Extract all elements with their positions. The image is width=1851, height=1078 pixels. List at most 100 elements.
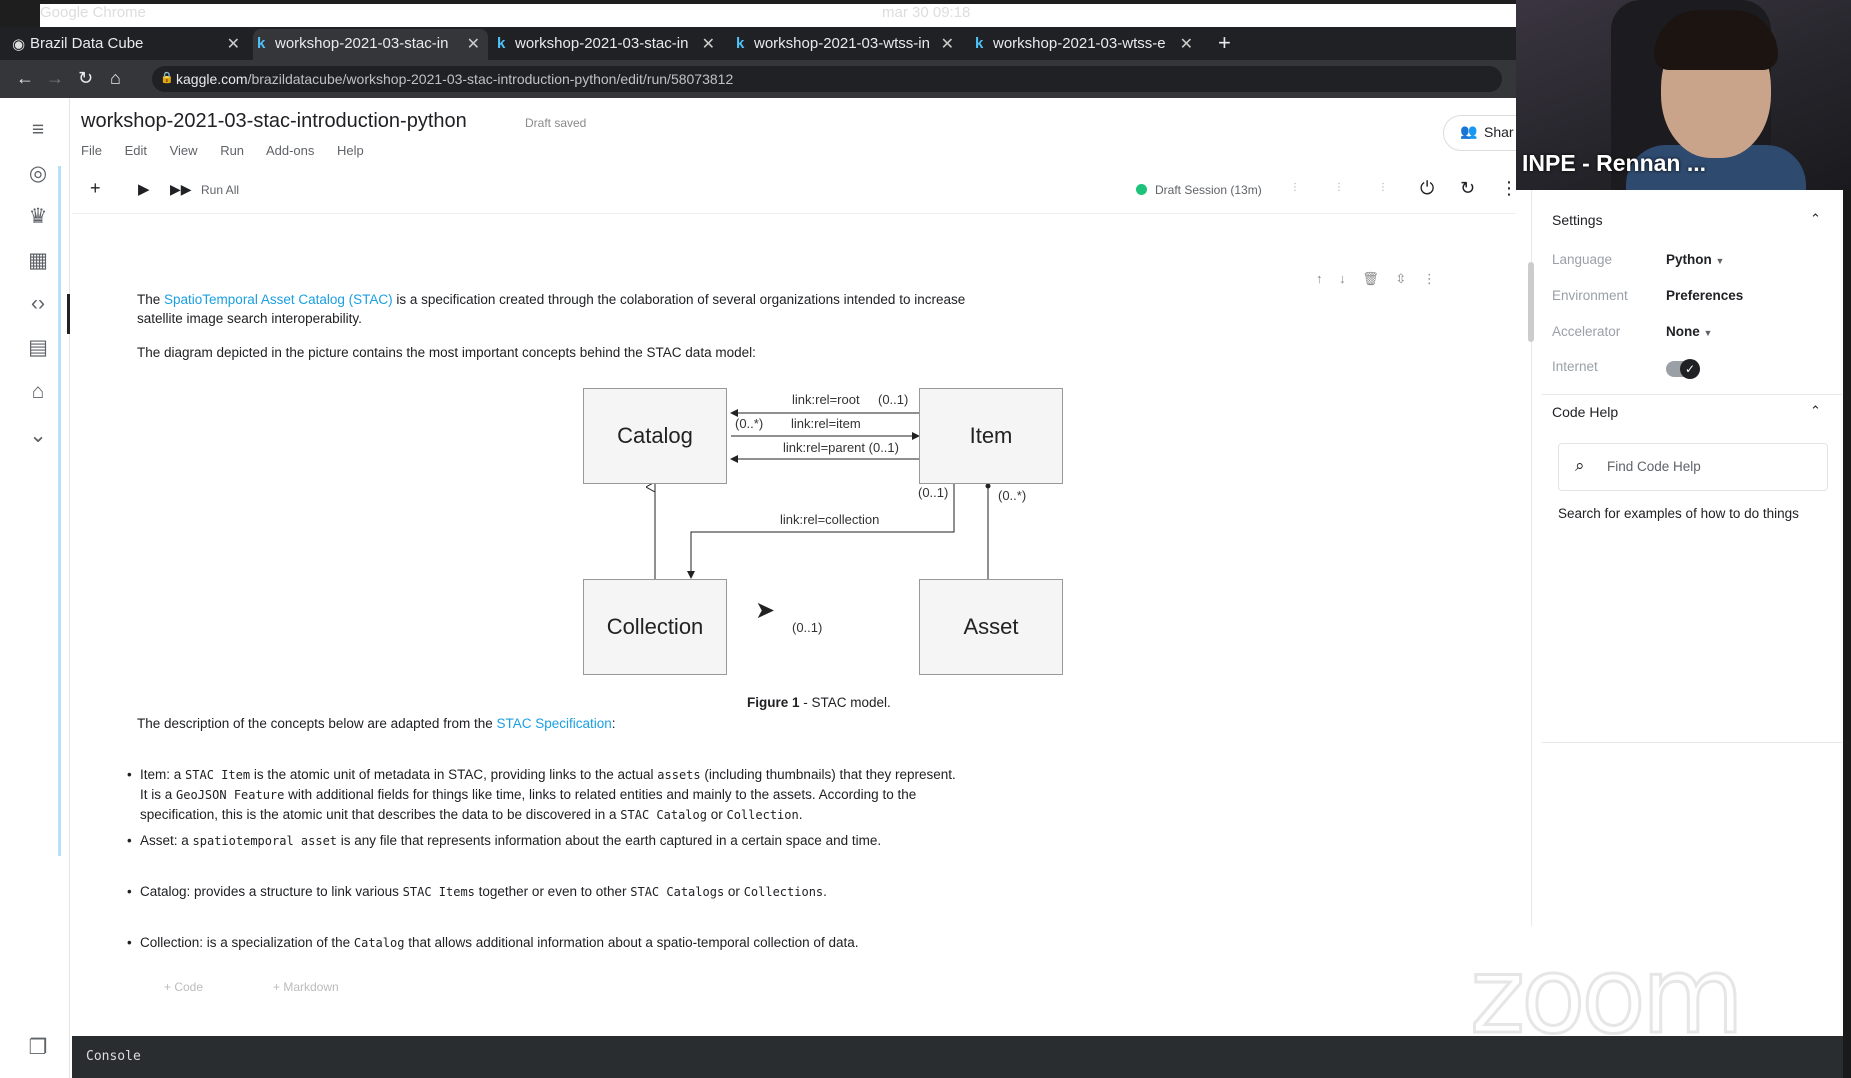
lock-icon: 🔒 [160, 72, 174, 84]
discussion-icon[interactable]: ▤ [28, 336, 48, 359]
stac-diagram-lines [580, 409, 991, 580]
code-help-section-title[interactable]: Code Help [1552, 404, 1619, 420]
menu-help[interactable]: Help [337, 143, 364, 158]
run-all-button[interactable]: Run All [201, 183, 240, 197]
run-cell-icon[interactable]: ▶ [138, 181, 150, 198]
browser-address-bar: ← → ↻ ⌂ 🔒 kaggle.com/brazildatacube/work… [0, 60, 1516, 98]
cell-more-icon[interactable]: ⋮ [1422, 271, 1436, 286]
add-markdown-cell-button[interactable]: + Markdown [273, 980, 339, 994]
stac-spec-link[interactable]: STAC Specification [496, 716, 612, 731]
cell-tools: ↑ ↓ 🗑 ⇳ ⋮ [1316, 271, 1449, 287]
kaggle-icon: k [975, 35, 984, 52]
panel-divider [1542, 742, 1842, 743]
hamburger-menu-icon[interactable]: ≡ [31, 118, 45, 141]
checkmark-icon: ✓ [1680, 359, 1700, 379]
tab-wtss-e[interactable]: k workshop-2021-03-wtss-e ✕ [971, 29, 1201, 60]
kaggle-icon: k [257, 35, 266, 52]
internet-toggle[interactable]: ✓ [1666, 359, 1700, 379]
trophy-icon[interactable]: ♛ [28, 205, 48, 228]
settings-section-title[interactable]: Settings [1552, 212, 1603, 228]
chevron-down-icon[interactable]: ⌄ [29, 424, 47, 447]
cell-selection-bar [58, 166, 61, 856]
home-icon[interactable]: ⌂ [110, 68, 121, 88]
run-all-icon[interactable]: ▶▶ [170, 181, 192, 197]
close-tab-icon[interactable]: ✕ [940, 36, 954, 53]
collection-cardinality: (0..1) [792, 620, 823, 635]
close-tab-icon[interactable]: ✕ [226, 36, 240, 53]
tab-stac-introduction-active[interactable]: k workshop-2021-03-stac-in ✕ [253, 29, 488, 60]
tab-title: Brazil Data Cube [30, 35, 144, 52]
url-domain: kaggle.com [176, 71, 248, 87]
share-label: Shar [1484, 124, 1514, 140]
url-field[interactable]: 🔒 kaggle.com/brazildatacube/workshop-202… [152, 66, 1502, 92]
tab-brazil-data-cube[interactable]: ◉ Brazil Data Cube ✕ [8, 29, 248, 60]
add-cell-icon[interactable]: + [90, 178, 101, 198]
chevron-up-icon[interactable]: ⌃ [1810, 403, 1821, 418]
people-icon: 👥 [1460, 123, 1478, 139]
catalog-box: Catalog [583, 388, 727, 484]
spec-paragraph: The description of the concepts below ar… [137, 716, 616, 731]
tab-title: workshop-2021-03-wtss-in [754, 35, 930, 52]
os-clock[interactable]: mar 30 09:18 [882, 4, 971, 21]
session-status-dot [1136, 184, 1147, 195]
menu-file[interactable]: File [81, 143, 102, 158]
code-icon[interactable]: ‹› [31, 292, 45, 315]
panel-divider [1542, 394, 1842, 395]
mouse-pointer-icon: ➤ [755, 597, 776, 624]
new-tab-icon[interactable]: + [1218, 30, 1231, 55]
find-code-help-input[interactable]: ⌕ Find Code Help [1558, 443, 1828, 491]
add-code-cell-button[interactable]: + Code [164, 980, 204, 994]
move-down-icon[interactable]: ↓ [1339, 271, 1346, 286]
window-edge [1843, 98, 1851, 1078]
close-tab-icon[interactable]: ✕ [466, 36, 480, 53]
environment-preferences-link[interactable]: Preferences [1666, 288, 1744, 303]
stac-link[interactable]: SpatioTemporal Asset Catalog (STAC) [164, 292, 393, 307]
menu-run[interactable]: Run [220, 143, 245, 158]
rel-item-label: link:rel=item [791, 416, 861, 431]
tab-wtss-introduction[interactable]: k workshop-2021-03-wtss-in ✕ [732, 29, 962, 60]
compass-icon[interactable]: ◎ [28, 162, 48, 185]
item-collection-cardinality: (0..1) [918, 485, 949, 500]
close-tab-icon[interactable]: ✕ [701, 36, 715, 53]
notebook-toolbar: + ▶ ▶▶ Run All Draft Session (13m) ⋮ ⋮ ⋮… [72, 170, 1518, 214]
rel-root-label: link:rel=root [792, 392, 860, 407]
disk-meter-icon[interactable]: ⋮ [1378, 182, 1388, 193]
tab-stac-introduction[interactable]: k workshop-2021-03-stac-in ✕ [493, 29, 723, 60]
tab-title: workshop-2021-03-wtss-e [993, 35, 1166, 52]
asset-box: Asset [919, 579, 1063, 675]
session-status[interactable]: Draft Session (13m) [1136, 183, 1262, 197]
tab-title: workshop-2021-03-stac-in [515, 35, 689, 52]
zoom-watermark: zoom [1469, 934, 1746, 1059]
environment-label: Environment [1552, 288, 1628, 303]
rel-item-cardinality: (0..*) [735, 416, 764, 431]
accelerator-label: Accelerator [1552, 324, 1621, 339]
collapse-icon[interactable]: ⇳ [1395, 271, 1407, 286]
notebook-title[interactable]: workshop-2021-03-stac-introduction-pytho… [81, 110, 467, 132]
menu-edit[interactable]: Edit [124, 143, 147, 158]
menu-addons[interactable]: Add-ons [265, 143, 315, 158]
table-icon[interactable]: ▦ [28, 249, 48, 272]
browser-tab-strip: ◉ Brazil Data Cube ✕ k workshop-2021-03-… [0, 27, 1516, 60]
menu-view[interactable]: View [169, 143, 198, 158]
recording-dot-icon [984, 8, 993, 17]
cpu-meter-icon[interactable]: ⋮ [1290, 182, 1300, 193]
more-options-icon[interactable]: ⋮ [1500, 178, 1518, 198]
delete-icon[interactable]: 🗑 [1362, 271, 1379, 286]
editor-scrollbar[interactable] [1528, 262, 1534, 342]
ram-meter-icon[interactable]: ⋮ [1334, 182, 1344, 193]
back-arrow-icon[interactable]: ← [16, 68, 34, 88]
graduation-cap-icon[interactable]: ⌂ [31, 380, 45, 403]
forward-arrow-icon[interactable]: → [46, 68, 64, 88]
close-tab-icon[interactable]: ✕ [1179, 36, 1193, 53]
copy-notifications-icon[interactable]: ❐ [28, 1036, 48, 1059]
webcam-hair [1654, 10, 1778, 70]
accelerator-select[interactable]: None ▼ [1666, 324, 1713, 339]
move-up-icon[interactable]: ↑ [1316, 271, 1323, 286]
session-label: Draft Session (13m) [1155, 183, 1262, 197]
language-select[interactable]: Python ▼ [1666, 252, 1725, 267]
restart-icon[interactable]: ↻ [1460, 178, 1476, 198]
reload-icon[interactable]: ↻ [78, 68, 94, 88]
power-icon[interactable]: ⏻ [1420, 178, 1435, 198]
console-bar[interactable]: Console [72, 1036, 1843, 1078]
chevron-up-icon[interactable]: ⌃ [1810, 211, 1821, 226]
